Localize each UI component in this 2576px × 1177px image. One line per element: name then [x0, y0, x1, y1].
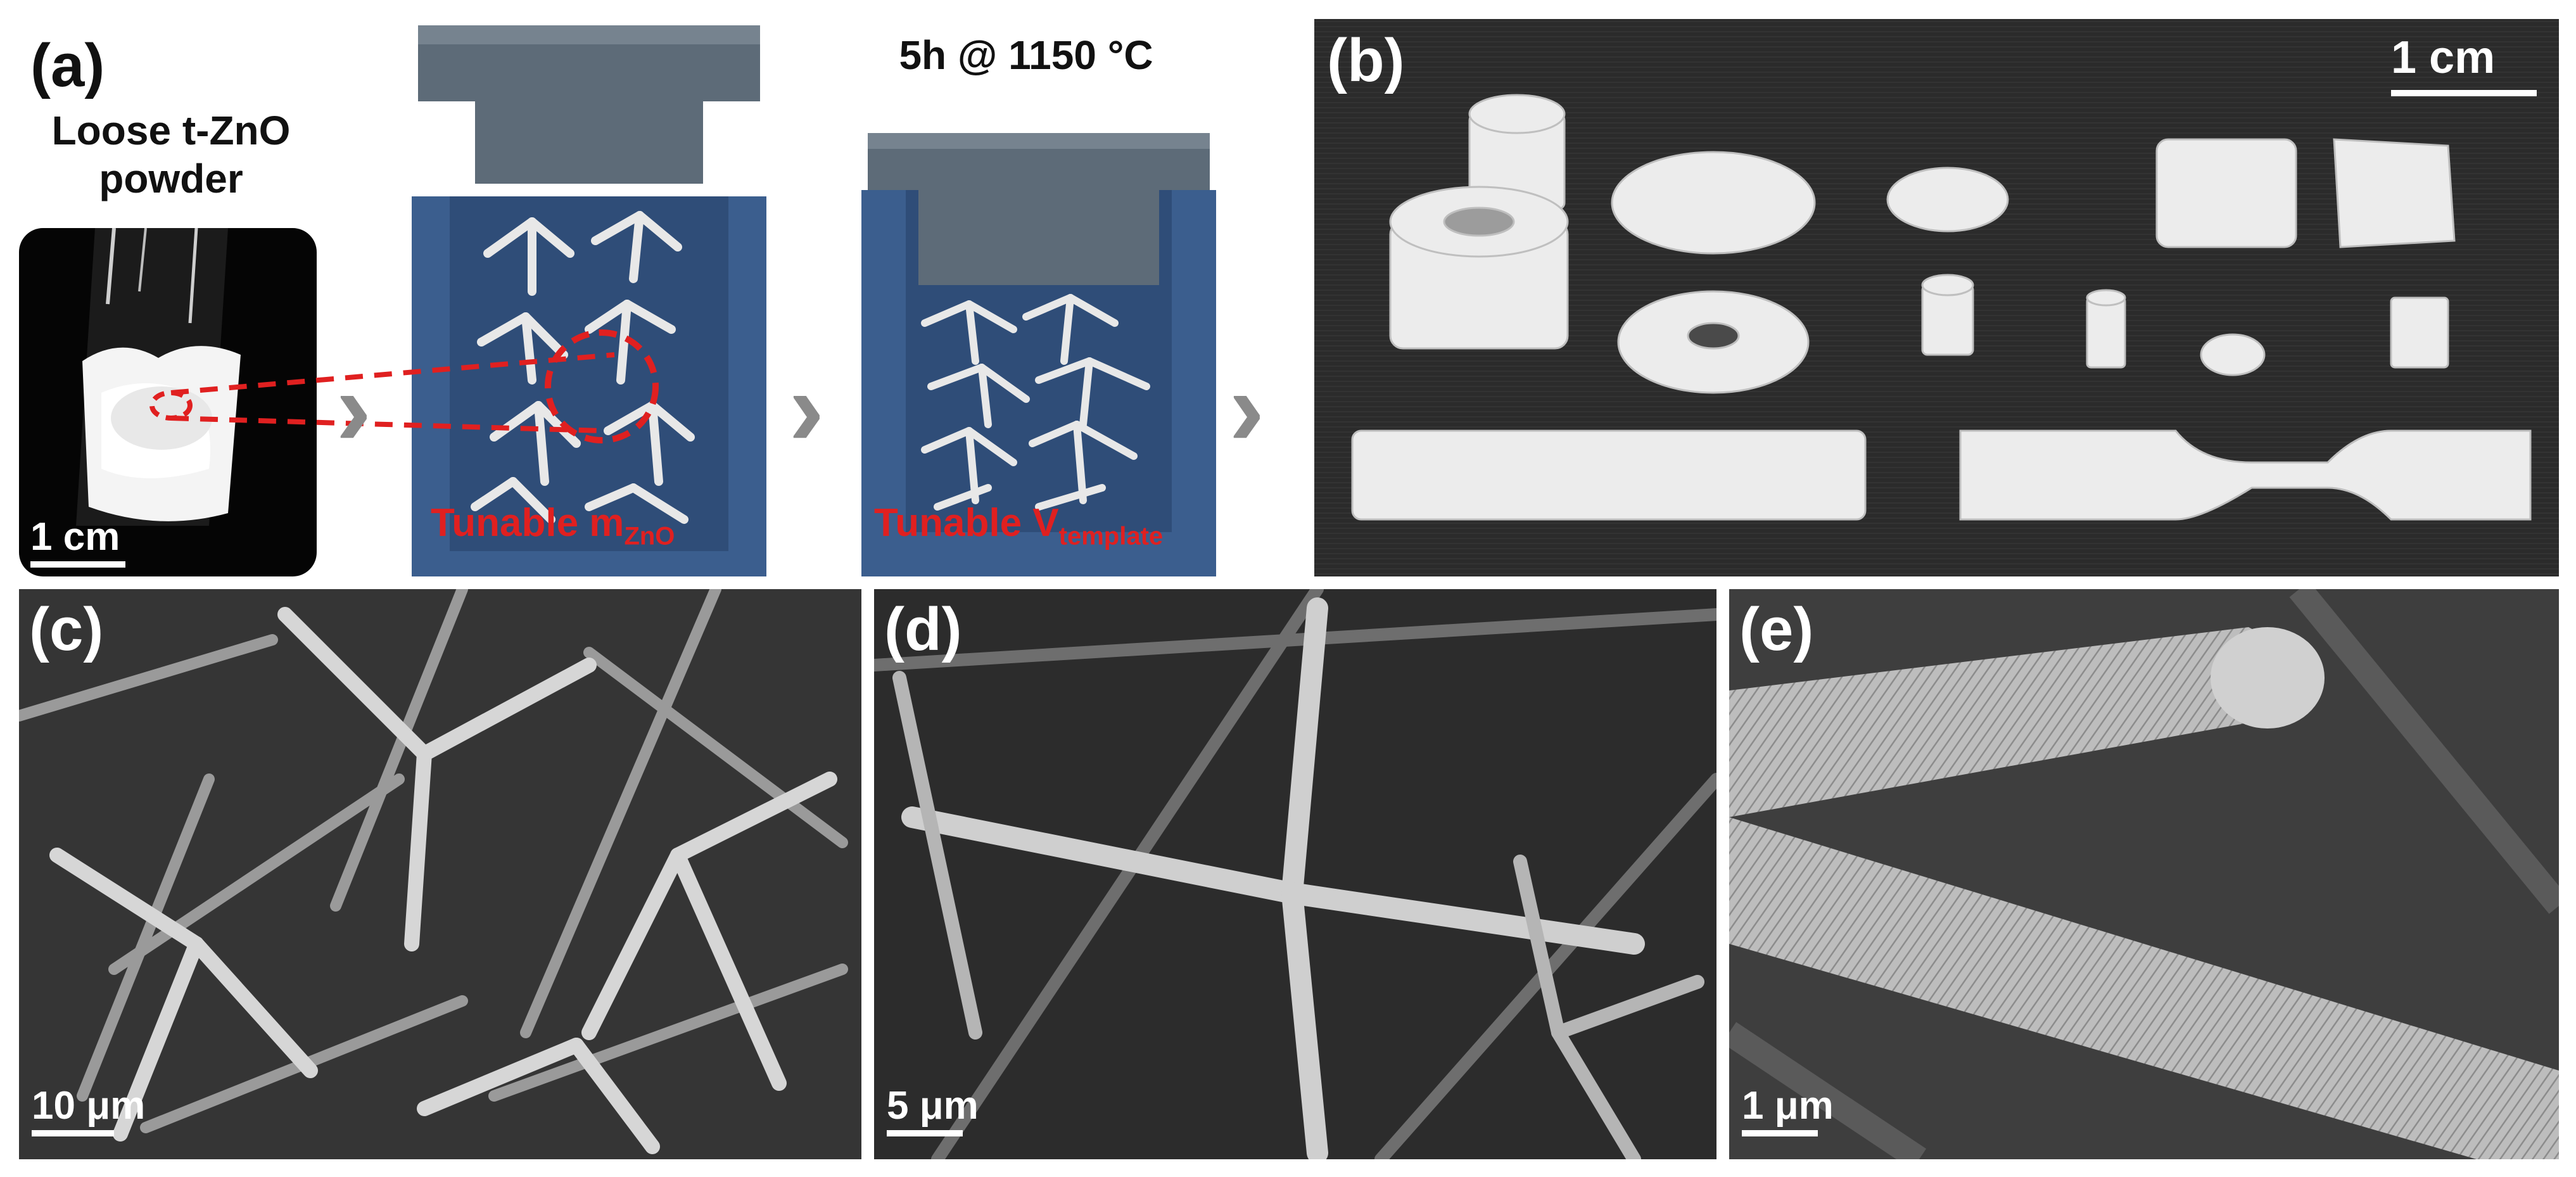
tetrapod-network-sem-low-mag — [19, 589, 861, 1159]
zoom-dashed-lines — [149, 352, 615, 433]
mold-2-diagram — [861, 133, 1216, 576]
panel-b-scale-bar: 1 cm — [2391, 32, 2543, 96]
powder-scale-bar: 1 cm — [30, 514, 144, 568]
powder-title: Loose t-ZnO powder — [13, 106, 329, 203]
mold-1-diagram — [412, 25, 766, 576]
powder-title-line2: powder — [99, 156, 243, 201]
powder-vial-photo — [19, 228, 317, 576]
single-arm-sem-high-mag — [1729, 589, 2559, 1159]
panel-d-sem: (d) 5 μm — [874, 589, 1716, 1159]
panel-letter-b: (b) — [1327, 27, 1405, 94]
panel-letter-e: (e) — [1739, 595, 1814, 663]
powder-title-line1: Loose t-ZnO — [51, 108, 291, 153]
process-arrow-2: › — [789, 348, 825, 469]
mold-2-label: Tunable Vtemplate — [874, 501, 1164, 550]
process-arrow-3: › — [1229, 348, 1265, 469]
panel-letter-d: (d) — [884, 595, 962, 663]
panel-c-sem: (c) 10 μm — [19, 589, 861, 1159]
panel-e-sem: (e) 1 μm — [1729, 589, 2559, 1159]
panel-letter-c: (c) — [29, 595, 104, 663]
panel-c-scale-bar: 10 μm — [32, 1083, 184, 1136]
process-arrow-1: › — [336, 348, 372, 469]
mold-1-label: Tunable mZnO — [431, 501, 675, 550]
panel-e-scale-bar: 1 μm — [1742, 1083, 1894, 1136]
sintered-parts-drawing — [1314, 19, 2559, 576]
panel-letter-a: (a) — [30, 32, 105, 99]
panel-d-scale-bar: 5 μm — [887, 1083, 1039, 1136]
tetrapod-sem-mid-mag — [874, 589, 1716, 1159]
process-title: 5h @ 1150 °C — [899, 32, 1153, 78]
panel-b-photo: (b) 1 cm — [1314, 19, 2559, 576]
